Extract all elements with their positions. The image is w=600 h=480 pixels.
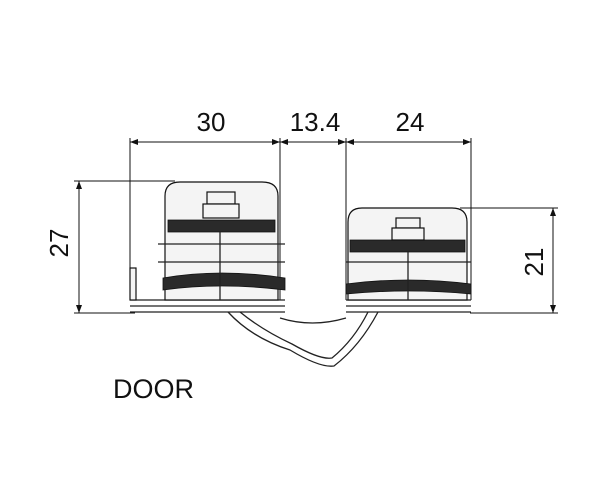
- right-hinge-screw-body: [391, 227, 425, 241]
- right-hinge-screw-top: [395, 217, 421, 229]
- arrow-head: [280, 139, 288, 145]
- left-hinge-cup: [129, 181, 286, 301]
- arrow-head: [338, 139, 346, 145]
- arrow-head: [76, 305, 82, 313]
- arrow-head: [550, 305, 556, 313]
- dimension-width-gap: 13.4: [290, 107, 341, 137]
- arrow-head: [130, 139, 138, 145]
- dimension-height-left: 27: [44, 229, 74, 258]
- connecting-arm-outer: [227, 311, 379, 367]
- hinge-connecting-arm: [227, 311, 379, 367]
- left-hinge-base-band: [162, 272, 286, 291]
- connecting-arm-cross: [279, 317, 347, 324]
- dimension-height-right: 21: [519, 248, 549, 277]
- door-base-line: [130, 299, 471, 313]
- right-hinge-band: [349, 239, 466, 253]
- arrow-head: [76, 181, 82, 189]
- left-hinge-housing: [164, 181, 279, 301]
- dimension-width-right: 24: [396, 107, 425, 137]
- right-hinge-cup: [345, 207, 472, 301]
- left-hinge-band: [167, 219, 276, 233]
- left-height-dimension: 27: [44, 180, 175, 314]
- top-dimensions: 30 13.4 24: [129, 107, 472, 300]
- connecting-arm-inner: [239, 311, 369, 359]
- left-hinge-screw-body: [202, 203, 240, 219]
- left-hinge-edge-clip: [129, 267, 137, 301]
- left-hinge-screw-top: [206, 191, 236, 205]
- dimension-width-left: 30: [197, 107, 226, 137]
- arrow-head: [272, 139, 280, 145]
- arrow-head: [550, 208, 556, 216]
- door-label: DOOR: [113, 374, 194, 404]
- arrow-head: [346, 139, 354, 145]
- right-height-dimension: 21: [460, 207, 558, 314]
- arrow-head: [463, 139, 471, 145]
